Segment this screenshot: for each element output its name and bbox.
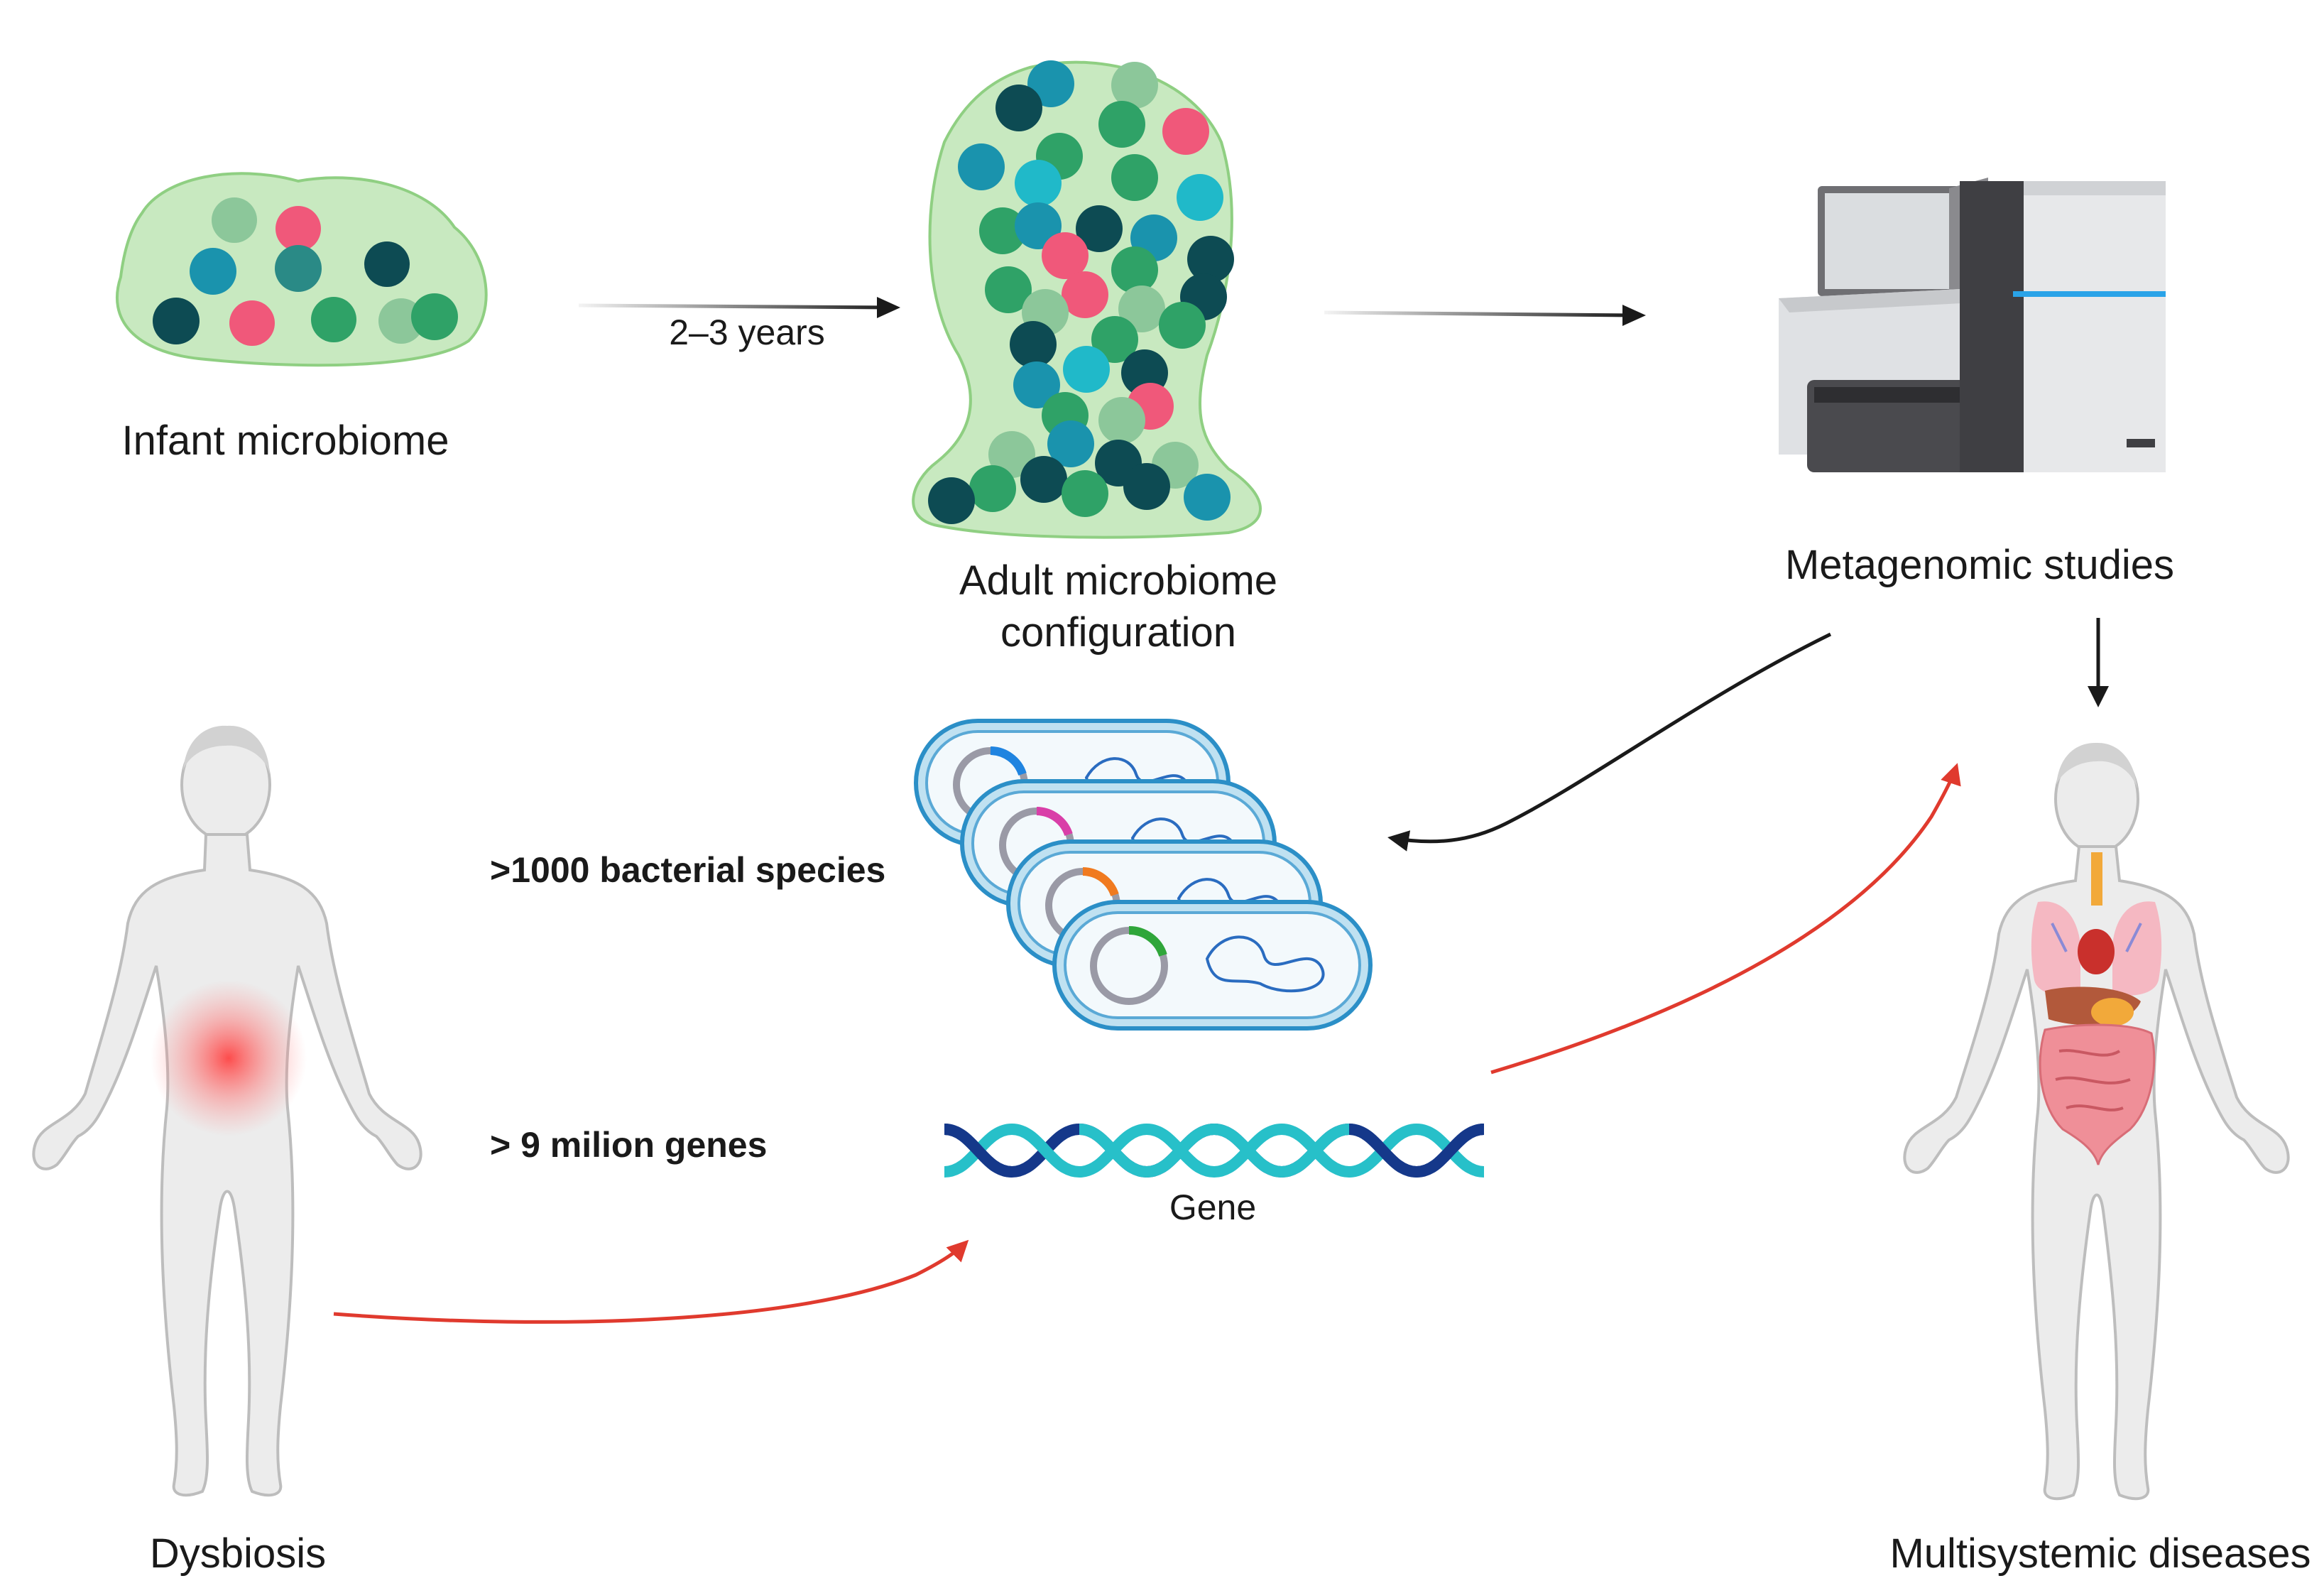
sequencer-machine (1779, 178, 2166, 472)
label-years: 2–3 years (669, 312, 825, 352)
arrow-dysbiosis-to-gene (333, 1239, 969, 1324)
arrow-metagenomic-to-bacteria (1387, 632, 1832, 852)
label-diseases: Multisystemic diseases (1889, 1531, 2311, 1577)
dna-helix (944, 1123, 1485, 1178)
label-species: >1000 bacterial species (490, 850, 886, 890)
bacterium-4 (1052, 900, 1373, 1031)
human-body-dysbiosis (32, 725, 422, 1497)
arrow-infant-to-adult (578, 297, 900, 318)
human-body-organs (1903, 742, 2290, 1501)
label-adult-line1: Adult microbiome (959, 558, 1278, 604)
arrow-gene-to-diseases (1490, 763, 1961, 1075)
label-gene: Gene (1169, 1187, 1257, 1227)
bacteria-cells (914, 719, 1373, 1031)
label-metagenomic: Metagenomic studies (1784, 542, 2175, 588)
label-infant-microbiome: Infant microbiome (121, 418, 449, 464)
label-genes: > 9 milion genes (490, 1125, 768, 1165)
adult-microbiome-head (912, 60, 1262, 539)
arrow-adult-to-metagenomic (1324, 305, 1646, 326)
infant-microbiome-blob (116, 172, 488, 367)
label-dysbiosis: Dysbiosis (149, 1531, 327, 1577)
label-adult-line2: configuration (1000, 609, 1237, 656)
